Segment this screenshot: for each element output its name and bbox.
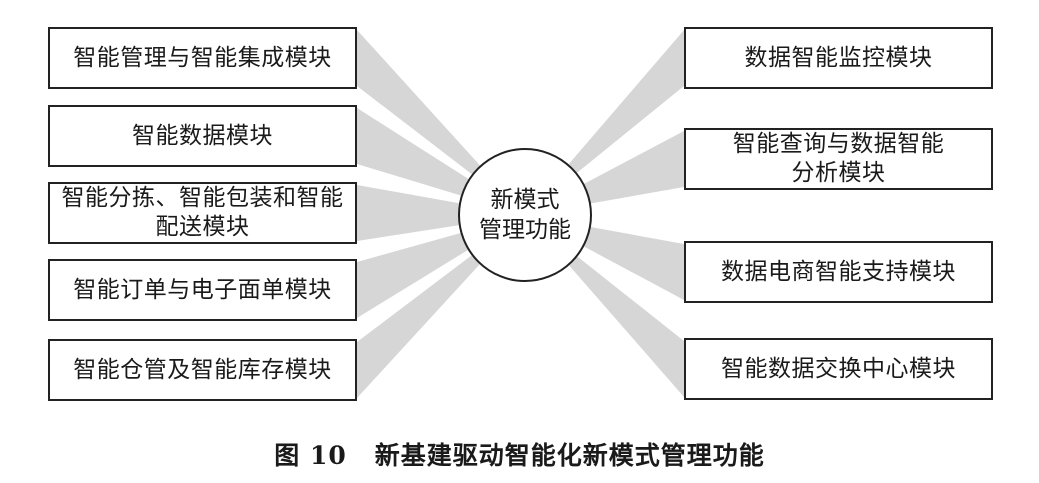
figure-title: 新基建驱动智能化新模式管理功能 — [374, 441, 765, 470]
module-label: 智能查询与数据智能分析模块 — [732, 131, 945, 186]
module-box-smart-warehouse-inventory: 智能仓管及智能库存模块 — [48, 339, 357, 401]
figure-caption: 图 10 新基建驱动智能化新模式管理功能 — [0, 436, 1039, 472]
module-box-smart-data: 智能数据模块 — [48, 105, 357, 167]
module-label: 数据电商智能支持模块 — [721, 258, 956, 285]
module-box-smart-management-integration: 智能管理与智能集成模块 — [48, 27, 357, 89]
center-label-line1: 新模式 — [490, 187, 560, 213]
module-box-smart-query-data-analysis: 智能查询与数据智能分析模块 — [684, 128, 993, 190]
center-label-line2: 管理功能 — [479, 217, 571, 243]
module-label: 智能订单与电子面单模块 — [73, 276, 332, 303]
module-box-data-ecommerce-support: 数据电商智能支持模块 — [684, 241, 993, 303]
module-label: 智能仓管及智能库存模块 — [73, 356, 332, 383]
figure-number: 图 10 — [274, 441, 347, 470]
module-label: 智能数据交换中心模块 — [721, 355, 956, 382]
wedge-smart-sorting-packaging-delivery — [357, 185, 525, 241]
module-box-smart-order-e-waybill: 智能订单与电子面单模块 — [48, 259, 357, 321]
module-box-smart-data-exchange-center: 智能数据交换中心模块 — [684, 338, 993, 400]
module-label: 智能分拣、智能包装和智能配送模块 — [61, 185, 344, 240]
module-box-smart-sorting-packaging-delivery: 智能分拣、智能包装和智能配送模块 — [48, 182, 357, 244]
module-label: 数据智能监控模块 — [744, 44, 933, 71]
module-box-data-smart-monitoring: 数据智能监控模块 — [684, 27, 993, 89]
module-label: 智能管理与智能集成模块 — [73, 44, 332, 71]
module-label: 智能数据模块 — [132, 122, 273, 149]
center-hub-circle: 新模式 管理功能 — [458, 148, 592, 282]
